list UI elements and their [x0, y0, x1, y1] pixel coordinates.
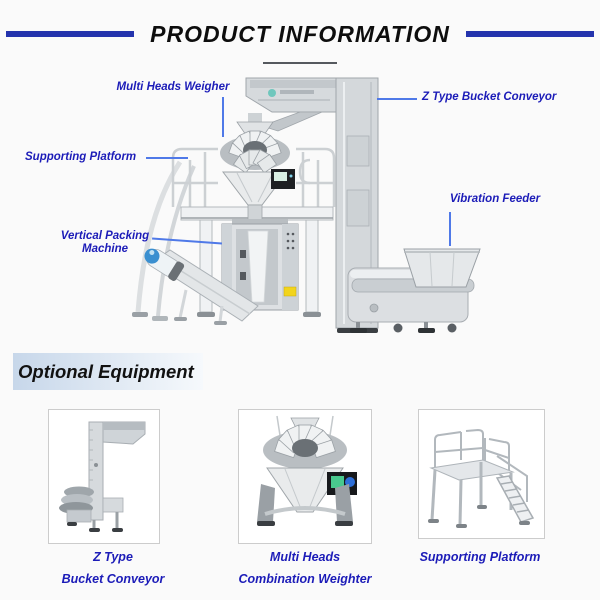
platform-thumb-illustration — [428, 428, 535, 528]
pointer-multi-heads-weigher — [222, 97, 224, 137]
caption-line: Z Type — [93, 550, 133, 564]
pointer-z-type-bucket-conveyor — [377, 98, 417, 100]
product-image-z-type-bucket-conveyor — [48, 409, 160, 544]
caption-multi-heads-weighter: Multi Heads Combination Weighter — [225, 546, 385, 590]
pointer-supporting-platform — [146, 157, 188, 159]
caption-supporting-platform: Supporting Platform — [400, 546, 560, 568]
caption-line: Supporting Platform — [419, 550, 541, 564]
z-conveyor-thumb-illustration — [59, 421, 146, 532]
label-vibration-feeder: Vibration Feeder — [449, 193, 541, 205]
label-multi-heads-weigher: Multi Heads Weigher — [116, 81, 230, 93]
product-image-supporting-platform — [418, 409, 545, 539]
main-machine-diagram: Multi Heads Weigher Z Type Bucket Convey… — [0, 50, 600, 345]
title-bar-right — [465, 31, 594, 37]
title-bar-left — [6, 31, 135, 37]
caption-line: Combination Weighter — [238, 572, 372, 586]
feeder-base-illustration — [347, 248, 481, 333]
weigher-illustration — [220, 111, 323, 221]
page-title: PRODUCT INFORMATION — [150, 20, 450, 47]
weigher-thumb-illustration — [257, 415, 357, 526]
caption-line: Multi Heads — [269, 550, 341, 564]
main-machine-illustration — [132, 62, 481, 333]
optional-equipment-header: Optional Equipment — [13, 353, 203, 390]
page-header: PRODUCT INFORMATION — [0, 14, 600, 54]
caption-z-type-bucket-conveyor: Z Type Bucket Conveyor — [33, 546, 193, 590]
product-image-multi-heads-weighter — [238, 409, 372, 544]
incline-conveyor-illustration — [144, 248, 259, 325]
label-supporting-platform: Supporting Platform — [25, 151, 137, 163]
pointer-vibration-feeder — [449, 212, 451, 246]
optional-equipment-title: Optional Equipment — [18, 360, 194, 382]
label-z-type-bucket-conveyor: Z Type Bucket Conveyor — [422, 91, 557, 103]
label-vertical-packing-machine: Vertical Packing Machine — [60, 230, 150, 255]
caption-line: Bucket Conveyor — [61, 572, 165, 586]
